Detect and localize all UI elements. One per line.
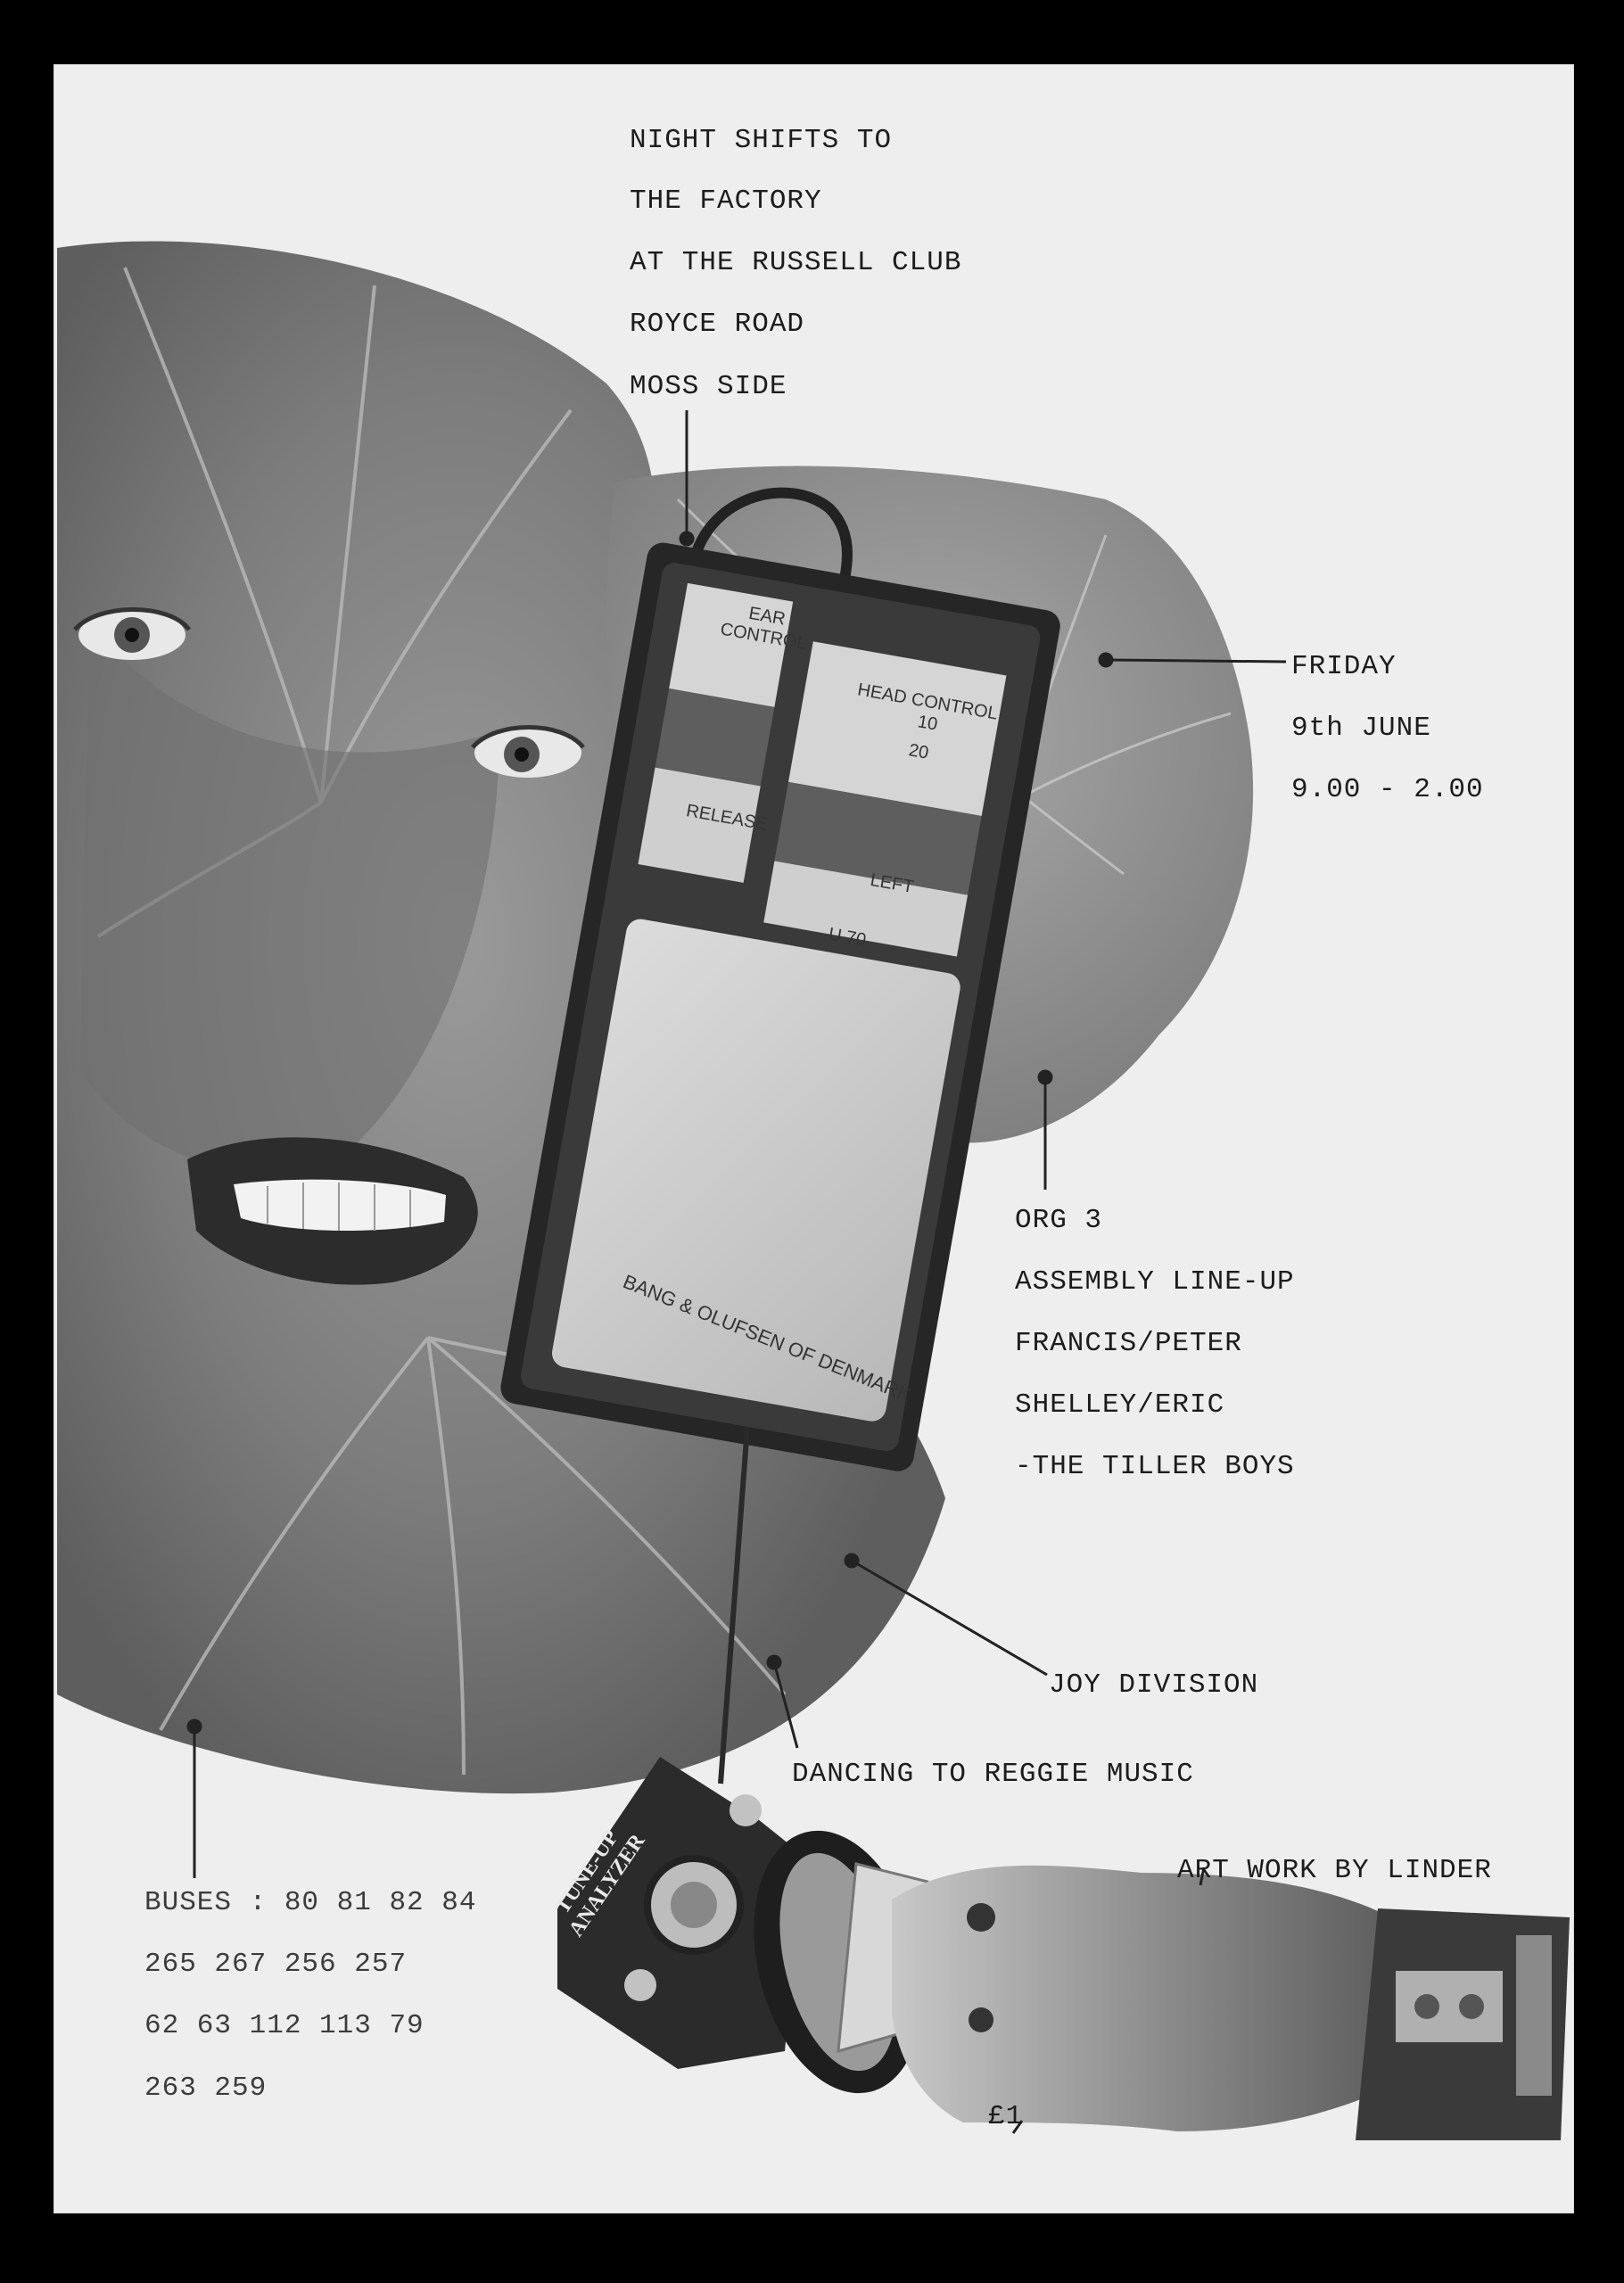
price: £1 (988, 2101, 1024, 2132)
lineup-line-4: SHELLEY/ERIC (1015, 1389, 1225, 1421)
bang-olufsen-device (500, 542, 1060, 1471)
tune-up-analyzer (557, 1757, 803, 2069)
pointer-lines (186, 410, 1287, 2134)
lineup-line-2: ASSEMBLY LINE-UP (1015, 1266, 1295, 1298)
header-line-5: MOSS SIDE (630, 371, 787, 402)
header-line-4: ROYCE ROAD (630, 309, 805, 340)
header-line-3: AT THE RUSSELL CLUB (630, 247, 962, 278)
date-day: FRIDAY (1291, 651, 1397, 682)
headliner-joy-division: JOY DIVISION (1049, 1669, 1259, 1701)
lineup-line-5: -THE TILLER BOYS (1015, 1451, 1295, 1482)
buses-line-2: 265 267 256 257 (144, 1949, 408, 1980)
buses-line-3: 62 63 112 113 79 (144, 2010, 425, 2041)
device-headband (686, 487, 853, 608)
lineup-line-3: FRANCIS/PETER (1015, 1328, 1242, 1359)
artwork-credit: ART WORK BY LINDER (1177, 1855, 1492, 1886)
lips (187, 1137, 478, 1285)
header-line-2: THE FACTORY (630, 185, 822, 217)
dancing-line: DANCING TO REGGIE MUSIC (792, 1759, 1194, 1790)
cassette-recorder (1356, 1908, 1570, 2140)
eye-right (471, 725, 585, 778)
header-line-1: NIGHT SHIFTS TO (630, 125, 893, 156)
date-date: 9th JUNE (1291, 713, 1431, 744)
torso-figure (892, 1865, 1409, 2131)
buses-line-4: 263 259 (144, 2073, 268, 2104)
device-cord (718, 1426, 750, 1784)
date-time: 9.00 - 2.00 (1291, 774, 1484, 805)
buses-line-1: BUSES : 80 81 82 84 (144, 1887, 477, 1918)
lineup-line-1: ORG 3 (1015, 1205, 1103, 1236)
eye-left (73, 607, 192, 660)
